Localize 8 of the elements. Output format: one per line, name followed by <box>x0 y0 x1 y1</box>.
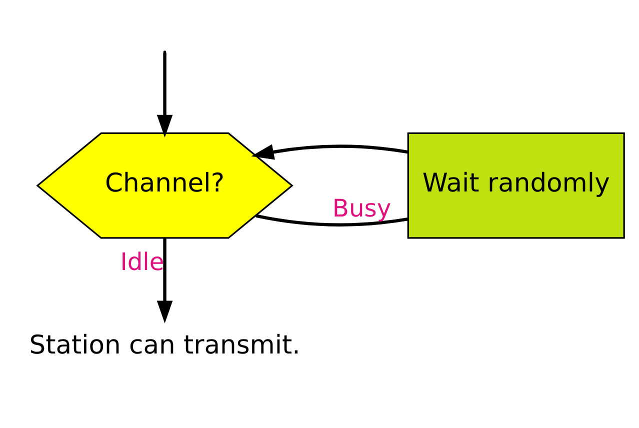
arrow <box>156 238 173 324</box>
connector <box>256 214 408 226</box>
arrow <box>251 144 408 160</box>
node-text: Station can transmit. <box>29 330 300 361</box>
edge-label: Idle <box>120 248 164 276</box>
edge-label: Busy <box>332 194 392 223</box>
arrow <box>156 52 173 138</box>
node-box: Wait randomly <box>407 132 625 239</box>
